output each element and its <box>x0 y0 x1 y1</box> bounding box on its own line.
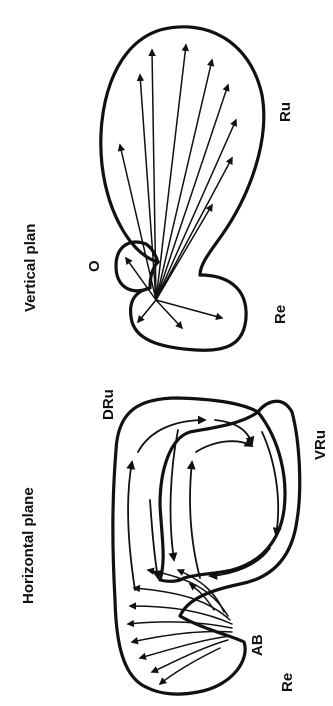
vertical-flow-arrows <box>120 45 236 328</box>
reticulum-fan-arrows <box>128 570 232 684</box>
rumen-outline <box>101 27 264 275</box>
horizontal-plane-panel: Horizontal plane DRu VRu AB Re <box>20 389 329 694</box>
label-vru: VRu <box>312 430 329 460</box>
label-ru: Ru <box>277 102 294 122</box>
label-re-horizontal: Re <box>279 673 296 692</box>
label-o: O <box>86 260 103 272</box>
ventral-sac-flow-arrows <box>190 432 278 578</box>
label-ab: AB <box>249 634 266 656</box>
rumen-pillar <box>160 412 285 581</box>
label-dru: DRu <box>100 389 117 420</box>
horizontal-plane-outline <box>113 398 300 694</box>
horizontal-plane-title: Horizontal plane <box>20 487 37 604</box>
reticulum-outline <box>131 262 247 350</box>
label-re-vertical: Re <box>272 305 289 324</box>
vertical-plane-panel: Vertical plan O Ru Re <box>22 27 294 350</box>
vertical-plane-title: Vertical plan <box>22 224 39 312</box>
